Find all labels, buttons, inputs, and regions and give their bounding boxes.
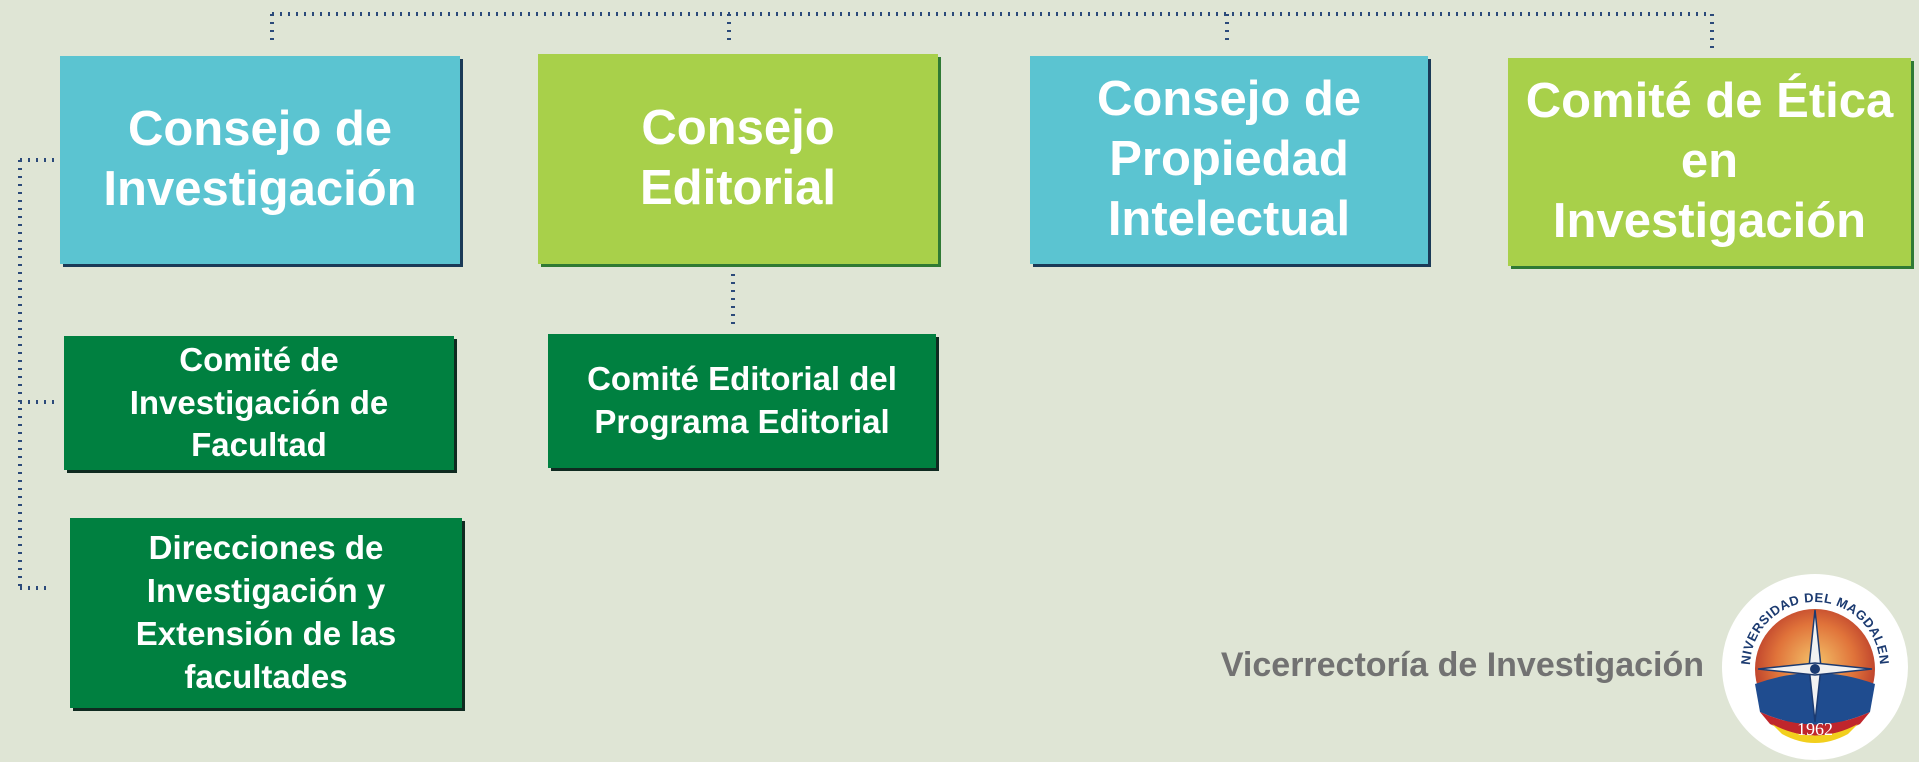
consejo-editorial-label: Consejo Editorial	[640, 101, 837, 215]
comite-etica-box: Comité de Ética en Investigación	[1508, 58, 1911, 266]
consejo-editorial-box: Consejo Editorial	[538, 54, 938, 264]
comite-editorial-programa-label: Comité Editorial del Programa Editorial	[587, 360, 897, 440]
consejo-investigacion-label: Consejo de Investigación	[103, 102, 417, 216]
comite-editorial-programa-box: Comité Editorial del Programa Editorial	[548, 334, 936, 468]
direcciones-investigacion-label: Direcciones de Investigación y Extensión…	[135, 529, 397, 695]
consejo-investigacion-box: Consejo de Investigación	[60, 56, 460, 264]
comite-investigacion-facultad-label: Comité de Investigación de Facultad	[129, 340, 389, 464]
comite-etica-label: Comité de Ética en Investigación	[1525, 74, 1894, 248]
direcciones-investigacion-box: Direcciones de Investigación y Extensión…	[70, 518, 462, 708]
universidad-magdalena-seal-icon: UNIVERSIDAD DEL MAGDALENA 1962	[1720, 572, 1908, 760]
comite-investigacion-facultad-box: Comité de Investigación de Facultad	[64, 336, 454, 470]
consejo-propiedad-intelectual-label: Consejo de Propiedad Intelectual	[1096, 72, 1362, 246]
seal-year: 1962	[1797, 719, 1833, 739]
vicerrectoria-label: Vicerrectoría de Investigación	[1220, 646, 1704, 684]
consejo-propiedad-intelectual-box: Consejo de Propiedad Intelectual	[1030, 56, 1428, 264]
